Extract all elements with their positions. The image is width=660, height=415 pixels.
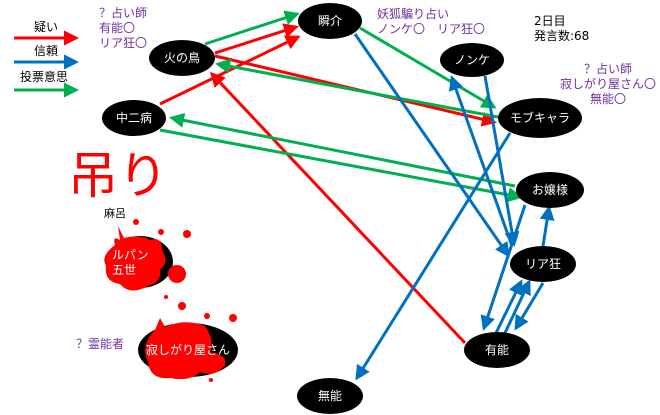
- blood-splatter: [104, 219, 237, 382]
- node-hinotori: [149, 40, 215, 76]
- arrow-vote: [204, 10, 300, 46]
- label-hinotori: 火の鳥: [163, 51, 200, 65]
- note-sabishi: ？霊能者: [76, 337, 125, 351]
- node-riakyo: [510, 246, 576, 282]
- label-mob: モブキャラ: [509, 111, 570, 125]
- hanging-mark: 吊り: [68, 147, 168, 205]
- label-nonke: ノンケ: [453, 53, 490, 67]
- node-mob: [498, 98, 582, 138]
- note-shunsuke: 妖狐騙り占い ノンケ〇 リア狂〇: [377, 7, 486, 36]
- hanged-player: 麻呂: [104, 207, 126, 220]
- note-mob: ？占い師 寂しがり屋さん〇 無能〇: [559, 62, 656, 106]
- label-sabishi: 寂しがり屋さん: [145, 343, 230, 357]
- arrow-trust: [503, 279, 531, 334]
- legend-suspect-label: 疑い: [34, 20, 59, 34]
- arrow-trust: [353, 33, 510, 258]
- arrow-trust: [539, 205, 555, 247]
- arrow-vote: [215, 58, 499, 119]
- label-shunsuke: 瞬介: [317, 14, 342, 28]
- node-shunsuke: [298, 3, 362, 39]
- legend-trust-label: 信頼: [34, 44, 59, 58]
- node-muno: [297, 378, 363, 414]
- status: 2日目 発言数:68: [534, 14, 589, 44]
- node-nonke: [440, 43, 504, 77]
- arrow-vote: [169, 112, 516, 188]
- label-chuni: 中二病: [115, 111, 152, 125]
- label-ojou: お嬢様: [531, 183, 568, 197]
- node-ojou: [516, 172, 584, 208]
- label-lupin: ルパン 五世: [112, 248, 149, 277]
- arrow-suspect: [209, 71, 467, 345]
- node-yuno: [464, 332, 530, 368]
- note-hinotori: ？占い師 有能〇 リア狂〇: [99, 6, 148, 50]
- arrow-trust: [483, 75, 520, 247]
- day-label: 2日目: [534, 14, 566, 28]
- label-riakyo: リア狂: [524, 257, 561, 271]
- label-yuno: 有能: [484, 343, 509, 357]
- arrow-trust: [494, 279, 523, 334]
- legend-vote-label: 投票意思: [20, 70, 69, 84]
- arrow-trust: [480, 204, 527, 331]
- arrow-trust: [355, 132, 512, 381]
- arrow-suspect: [214, 23, 299, 55]
- arrow-vote: [359, 26, 497, 109]
- comment-count: 発言数:68: [534, 29, 590, 43]
- label-muno: 無能: [317, 389, 342, 403]
- arrow-trust: [514, 282, 545, 331]
- arrow-vote: [159, 128, 523, 203]
- arrow-trust: [448, 75, 514, 247]
- node-chuni: [102, 100, 166, 136]
